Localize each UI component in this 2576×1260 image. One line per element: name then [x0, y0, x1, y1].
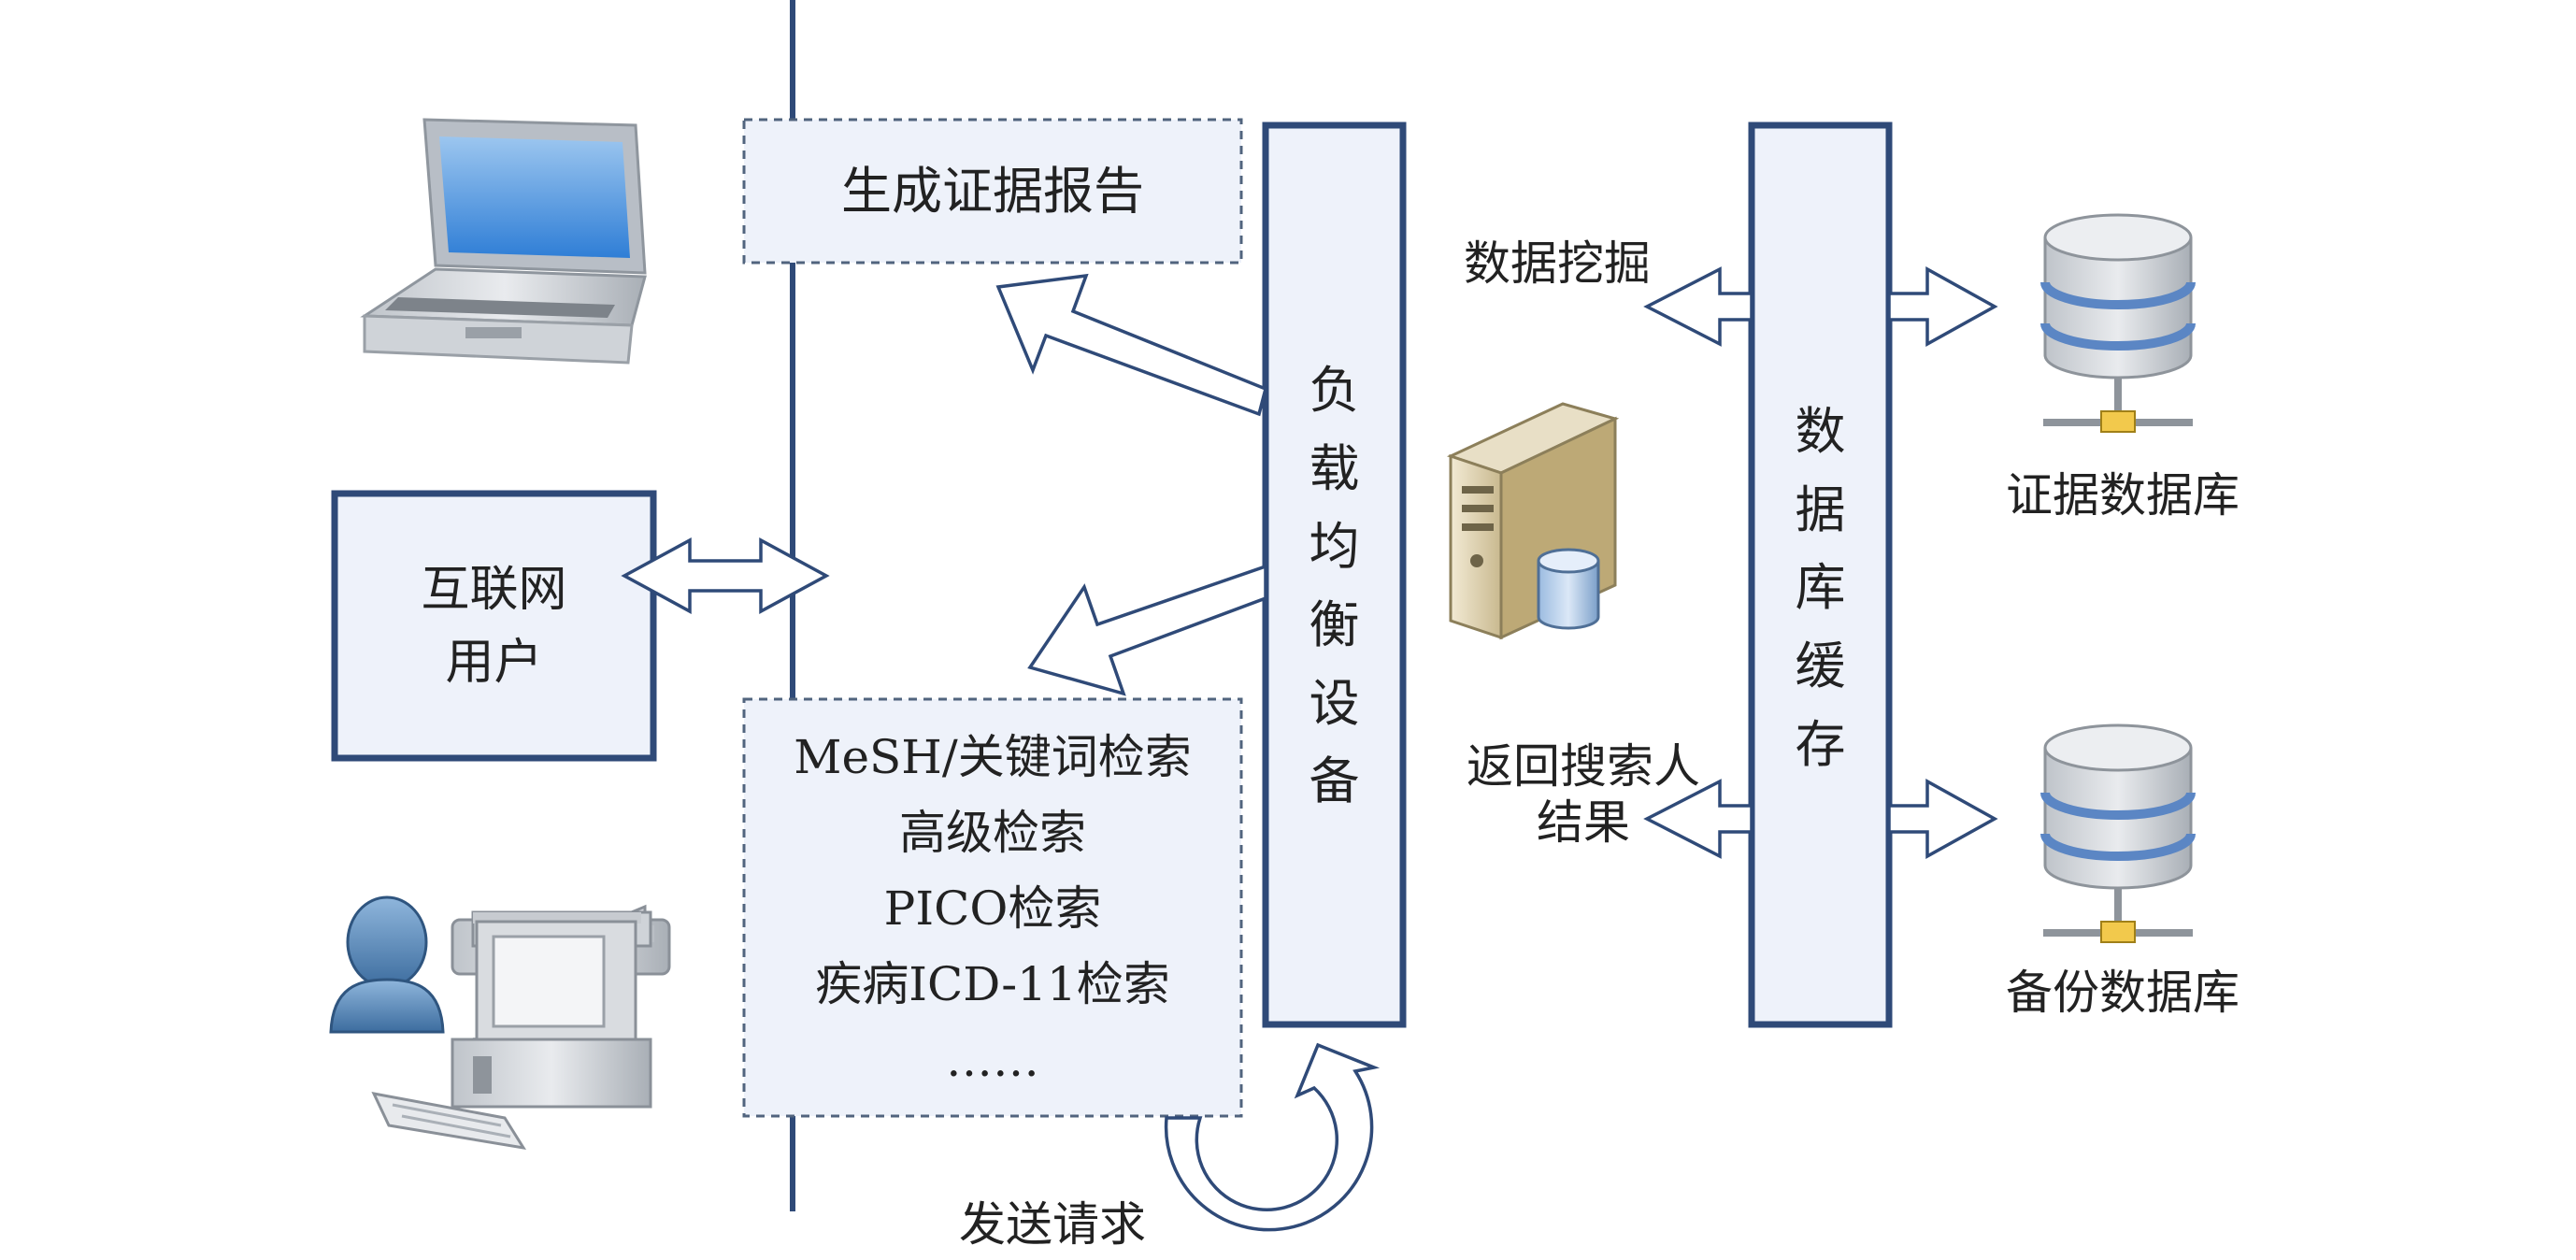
search-item-icd11: 疾病ICD-11检索: [815, 956, 1170, 1011]
return-results-label: 返回搜索人 结果: [1443, 738, 1724, 851]
server-icon: [1446, 402, 1620, 640]
internet-user-label: 互联网 用户: [335, 494, 653, 758]
db-cache-char: 数: [1795, 402, 1846, 461]
arrow-to-report: [995, 273, 1268, 417]
search-item-pico: PICO检索: [883, 881, 1102, 936]
db-cache-char: 据: [1795, 480, 1846, 539]
backup-db-label: 备份数据库: [2006, 966, 2240, 1020]
load-balancer-char: 备: [1309, 752, 1360, 811]
database-icon: [2040, 213, 2196, 433]
arrow-to-backup-db: [1887, 779, 1998, 859]
load-balancer-char: 载: [1309, 438, 1360, 498]
data-mining-label: 数据挖掘: [1464, 236, 1651, 291]
internet-user-line2: 用户: [445, 634, 543, 691]
send-request-circular-arrow: [1164, 1042, 1381, 1232]
search-item-advanced: 高级检索: [899, 805, 1086, 860]
load-balancer-char: 均: [1309, 517, 1360, 577]
db-cache-char: 存: [1795, 714, 1846, 774]
search-item-mesh: MeSH/关键词检索: [794, 729, 1192, 784]
return-results-line1: 返回搜索人: [1467, 739, 1700, 794]
load-balancer-label: 负 载 均 衡 设 备: [1266, 351, 1403, 821]
report-box: [742, 118, 1243, 265]
load-balancer-char: 设: [1309, 673, 1360, 733]
db-cache-char: 缓: [1795, 637, 1846, 696]
send-request-label: 发送请求: [959, 1197, 1146, 1252]
db-cache-box: [1748, 122, 1893, 1028]
db-cache-label: 数 据 库 缓 存: [1752, 393, 1889, 783]
load-balancer-box: [1262, 122, 1407, 1028]
arrow-to-search: [1027, 564, 1267, 696]
user-network-double-arrow: [621, 537, 830, 614]
internet-user-line1: 互联网: [421, 561, 567, 618]
arrow-data-mining: [1643, 266, 1753, 347]
load-balancer-char: 负: [1309, 361, 1360, 420]
search-box: [742, 697, 1243, 1118]
user-computer-icon: [329, 895, 671, 1151]
db-cache-char: 库: [1795, 558, 1846, 618]
load-balancer-char: 衡: [1309, 595, 1360, 655]
search-item-ellipsis: ……: [946, 1032, 1039, 1087]
internet-user-box: [331, 490, 657, 762]
arrow-to-evidence-db: [1887, 266, 1998, 347]
laptop-icon: [360, 118, 647, 365]
arrow-return-results: [1643, 779, 1753, 859]
return-results-line2: 结果: [1537, 795, 1630, 850]
evidence-db-label: 证据数据库: [2006, 468, 2240, 523]
backup-database-icon: [2040, 723, 2196, 943]
report-label-wrap: 生成证据报告: [744, 120, 1241, 263]
search-items-list: MeSH/关键词检索 高级检索 PICO检索 疾病ICD-11检索 ……: [744, 722, 1241, 1095]
report-label: 生成证据报告: [841, 161, 1144, 221]
